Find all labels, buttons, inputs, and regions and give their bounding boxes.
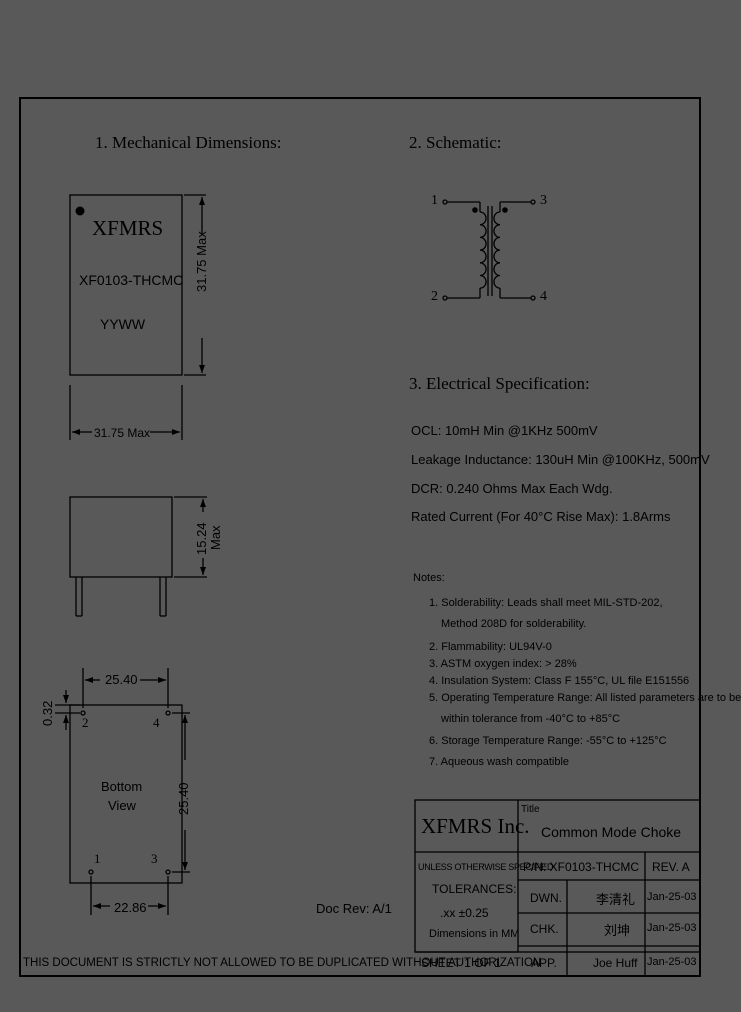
electrical-title: 3. Electrical Specification: [409,374,590,393]
bottom-view-bottom-dim: 22.86 [114,900,147,915]
note-1: 1. Solderability: Leads shall meet MIL-S… [429,597,663,609]
spec-ocl: OCL: 10mH Min @1KHz 500mV [411,423,598,438]
side-view-height-unit: Max [208,525,223,550]
note-5-cont: within tolerance from -40°C to +85°C [441,713,621,725]
tolerances-label: TOLERANCES: [432,882,517,896]
dwn-date: Jan-25-03 [647,891,697,903]
spec-rated-current: Rated Current (For 40°C Rise Max): 1.8Ar… [411,509,671,524]
dimensions-in: Dimensions in MM [429,928,520,940]
bottom-pin-4: 4 [153,715,160,730]
part-marking: XF0103-THCMC [79,272,184,288]
company-name: XFMRS Inc. [421,814,530,838]
note-7: 7. Aqueous wash compatible [429,756,570,768]
dwn-label: DWN. [530,891,562,905]
bottom-pin-2: 2 [82,715,89,730]
bottom-view-left-dim: 0.32 [40,700,55,726]
schematic-pin-4: 4 [540,289,547,304]
top-view-height-dim: 31.75 Max [194,231,209,292]
revision: REV. A [652,860,690,874]
schematic-pin-3: 3 [540,193,547,208]
schematic-title: 2. Schematic: [409,133,502,152]
part-number: P/N: XF0103-THCMC [523,860,640,874]
note-2: 2. Flammability: UL94V-0 [429,641,552,653]
tolerance-value: .xx ±0.25 [440,906,489,920]
unless-specified: UNLESS OTHERWISE SPECIFIED [418,862,554,872]
bottom-view-label-2: View [108,798,136,813]
chk-name: 刘坤 [604,923,631,938]
note-4: 4. Insulation System: Class F 155°C, UL … [429,675,690,687]
drawing-title: Common Mode Choke [541,824,682,840]
bottom-pin-1: 1 [94,851,101,866]
chk-label: CHK. [530,922,559,936]
bottom-view-label-1: Bottom [101,779,143,794]
doc-rev: Doc Rev: A/1 [316,901,392,916]
authorization-notice: THIS DOCUMENT IS STRICTLY NOT ALLOWED TO… [23,957,542,969]
note-1-cont: Method 208D for solderability. [441,618,587,630]
drawing-frame [19,97,701,977]
dwn-name: 李清礼 [596,892,636,907]
bottom-view-top-dim: 25.40 [105,672,138,687]
sheet-number: SHEET 1 OF 1 [421,956,501,970]
spec-dcr: DCR: 0.240 Ohms Max Each Wdg. [411,481,613,496]
app-label: APP. [531,956,557,970]
schematic-pin-1: 1 [431,193,438,208]
chk-date: Jan-25-03 [647,922,697,934]
bottom-pin-3: 3 [151,851,158,866]
notes-heading: Notes: [413,572,445,584]
title-label: Title [521,804,540,815]
note-5: 5. Operating Temperature Range: All list… [429,692,741,704]
drawing-lines [55,194,701,977]
brand-marking: XFMRS [92,216,164,240]
bottom-view-right-dim: 25.40 [176,782,191,815]
schematic-pin-2: 2 [431,289,438,304]
mechanical-title: 1. Mechanical Dimensions: [95,133,282,152]
app-date: Jan-25-03 [647,956,697,968]
top-view-width-dim: 31.75 Max [94,426,151,440]
spec-leakage: Leakage Inductance: 130uH Min @100KHz, 5… [411,452,710,467]
side-view-height-dim: 15.24 [194,522,209,555]
note-3: 3. ASTM oxygen index: > 28% [429,658,577,670]
note-6: 6. Storage Temperature Range: -55°C to +… [429,735,667,747]
date-code-marking: YYWW [100,316,146,332]
app-name: Joe Huff [593,956,638,970]
